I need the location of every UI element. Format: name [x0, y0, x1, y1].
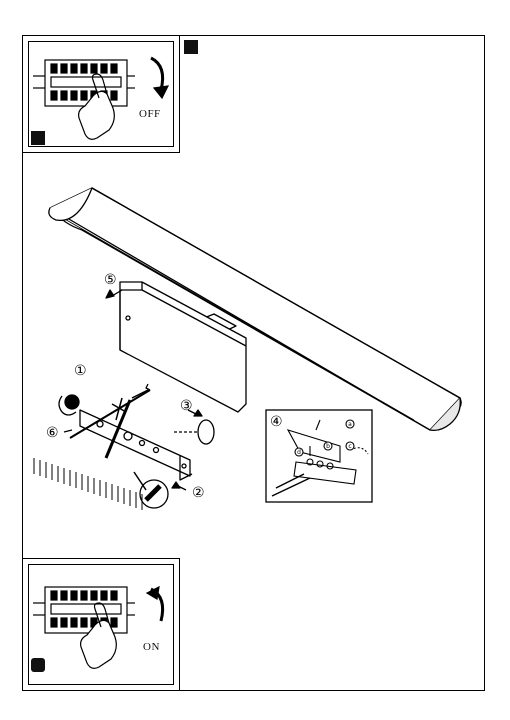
terminal-b-label: b: [326, 443, 330, 450]
terminal-c-label: c: [348, 443, 351, 450]
diagram-frame: [22, 35, 485, 691]
terminal-d-label: d: [297, 449, 301, 456]
breaker-switch-on-icon: [33, 585, 165, 669]
step-3-label: ③: [180, 398, 193, 414]
mounting-bracket: [79, 409, 191, 477]
corner-mark-top-left: [31, 131, 45, 145]
lamp-bar: [49, 187, 461, 431]
corner-mark-bottom-left: [31, 658, 45, 672]
terminal-block-wiring-icon: [265, 409, 373, 503]
on-label: ON: [143, 641, 160, 653]
step-5-label: ⑤: [104, 272, 117, 288]
breaker-switch-off-icon: [33, 56, 170, 140]
step-1-label: ①: [74, 363, 87, 379]
power-off-inset: OFF: [22, 35, 180, 153]
corner-mark-top-right: [184, 40, 198, 54]
terminal-a-label: a: [348, 421, 352, 428]
step-2-label: ②: [192, 485, 205, 501]
step-6-label: ⑥: [46, 425, 59, 441]
step-4-label: ④: [270, 414, 283, 430]
power-off-inset-border: [28, 41, 174, 147]
power-on-inset: ON: [22, 558, 180, 691]
off-label: OFF: [139, 108, 161, 120]
power-on-inset-border: [28, 564, 174, 685]
